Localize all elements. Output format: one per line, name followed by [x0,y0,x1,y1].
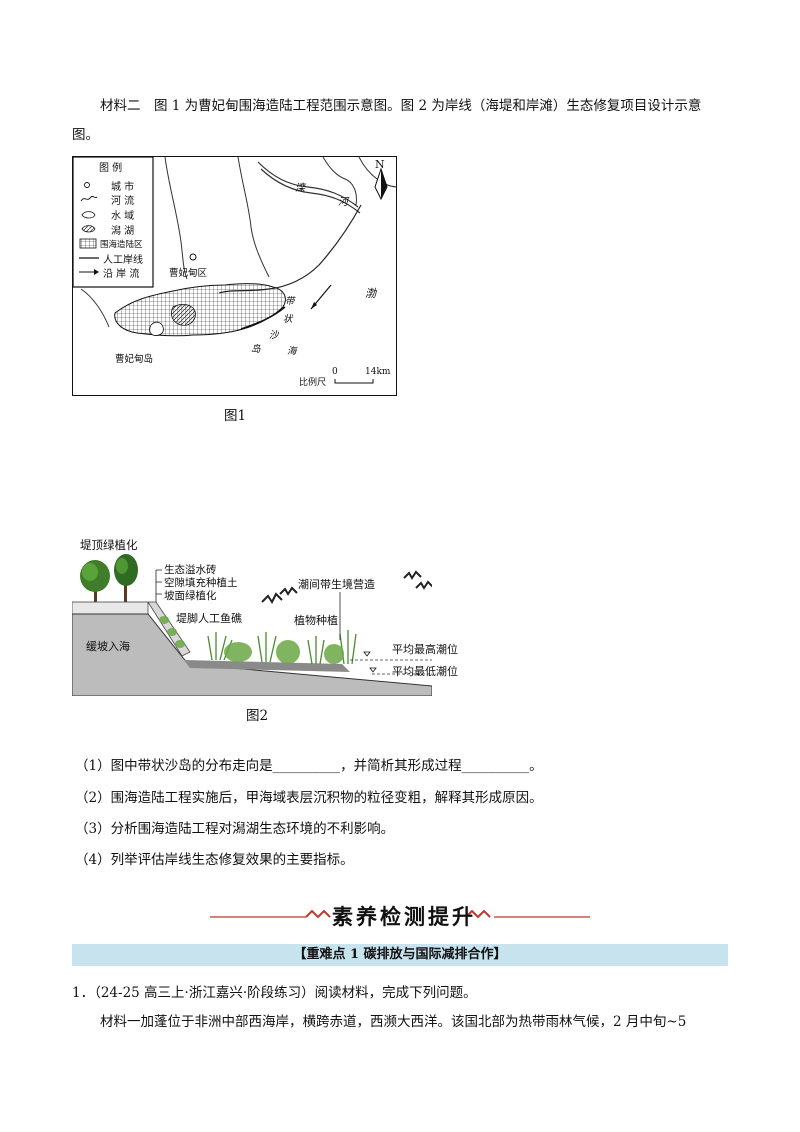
material2-line2: 图。 [72,127,99,143]
material2-line1: 材料二 图 1 为曹妃甸围海造陆工程范围示意图。图 2 为岸线（海堤和岸滩）生态… [100,98,702,114]
label-top-green: 堤顶绿植化 [80,538,138,552]
figure1-caption: 图1 [224,408,247,424]
label-sandbar-1: 带 [285,296,295,307]
label-bohai: 渤 [365,287,376,300]
legend-title: 图 例 [99,163,123,174]
label-sea-hai: 海 [287,346,297,357]
banner-decor [210,909,590,919]
label-intertidal: 潮间带生境营造 [298,578,375,591]
label-gentle-slope: 缓坡入海 [86,640,130,653]
legend-longshore: 沿 岸 流 [103,269,140,280]
question-2: （2）围海造陆工程实施后，甲海域表层沉积物的粒径变粗，解释其形成原因。 [75,790,543,806]
label-low-tide: 平均最低潮位 [392,665,458,678]
legend-lagoon: 潟 湖 [111,226,135,237]
label-sandbar-2: 状 [283,314,293,325]
label-eco-brick: 生态溢水砖 [164,564,217,576]
legend-reclamation: 围海造陆区 [100,240,143,250]
question-4: （4）列举评估岸线生态修复效果的主要指标。 [75,852,354,868]
label-island: 曹妃甸岛 [115,354,154,365]
label-river-luan: 滦 [295,183,305,194]
label-gap-fill: 空隙填充种植土 [164,577,238,589]
label-fish-reef: 堤脚人工鱼礁 [176,612,242,625]
legend-artificial-coast: 人工岸线 [103,255,143,266]
question-1: （1）图中带状沙岛的分布走向是__________，并简析其形成过程______… [75,758,543,774]
legend-river: 河 流 [111,196,135,207]
section-heading: 【重难点 1 碳排放与国际减排合作】 [72,944,728,966]
legend-water: 水 域 [111,211,135,222]
question-3: （3）分析围海造陆工程对潟湖生态环境的不利影响。 [75,821,395,837]
label-river-he: 河 [338,197,348,208]
figure2-svg [72,554,432,696]
label-district: 曹妃甸区 [169,268,208,279]
banner: 素养检测提升 [210,900,590,932]
label-slope-green: 坡面绿植化 [164,590,217,602]
figure1-svg [73,157,396,384]
label-sandbar-3: 沙 [269,330,279,341]
label-north: N [375,158,385,171]
figure2-caption: 图2 [246,708,269,724]
scale-end: 14km [365,367,391,377]
legend-city: 城 市 [111,182,135,193]
scale-zero: 0 [332,367,338,377]
label-planting: 植物种植 [294,614,338,627]
banner-title: 素养检测提升 [332,905,476,929]
problem1-text: 材料一加蓬位于非洲中部西海岸，横跨赤道，西濒大西洋。该国北部为热带雨林气候，2 … [100,1014,687,1030]
problem1-head: 1．（24-25 高三上·浙江嘉兴·阶段练习）阅读材料，完成下列问题。 [72,985,477,1001]
label-high-tide: 平均最高潮位 [392,643,458,656]
figure1-map: 图 例 城 市 河 流 水 域 潟 湖 围海造陆区 人工岸线 沿 岸 流 滦 河… [72,156,397,396]
figure2-diagram: 堤顶绿植化 生态溢水砖 空隙填充种植土 坡面绿植化 堤脚人工鱼礁 缓坡入海 潮间… [72,536,432,696]
label-sandbar-4: 岛 [251,344,261,355]
scale-label: 比例尺 [299,378,327,388]
